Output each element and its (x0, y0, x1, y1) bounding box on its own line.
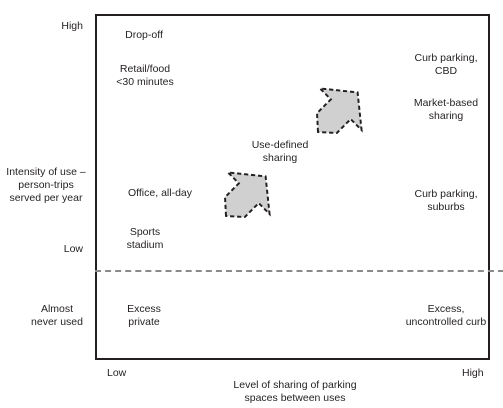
item-curb-parking-suburbs: Curb parking, suburbs (414, 188, 478, 213)
item-curb-parking-cbd: Curb parking, CBD (414, 52, 478, 77)
item-use-defined-sharing: Use-defined sharing (251, 139, 309, 164)
usage-divider-line (95, 270, 503, 272)
y-axis-title: Intensity of use – person-trips served p… (6, 166, 86, 204)
item-retail-food: Retail/food <30 minutes (116, 63, 174, 88)
item-office-all-day: Office, all-day (128, 187, 192, 199)
x-axis-title: Level of sharing of parking spaces betwe… (233, 379, 357, 404)
item-excess-private: Excess private (127, 303, 161, 328)
y-axis-low-label: Low (63, 243, 83, 255)
y-axis-almost-never-label: Almost never used (31, 303, 83, 328)
item-excess-uncontrolled-curb: Excess, uncontrolled curb (405, 303, 487, 328)
plot-frame (95, 14, 490, 360)
lower-arrow-icon (224, 171, 271, 218)
item-sports-stadium: Sports stadium (126, 226, 164, 251)
item-drop-off: Drop-off (125, 29, 163, 41)
y-axis-high-label: High (61, 20, 83, 32)
x-axis-low-label: Low (107, 367, 127, 379)
x-axis-high-label: High (462, 367, 484, 379)
upper-arrow-icon (316, 87, 363, 134)
item-market-based-sharing: Market-based sharing (413, 97, 479, 122)
